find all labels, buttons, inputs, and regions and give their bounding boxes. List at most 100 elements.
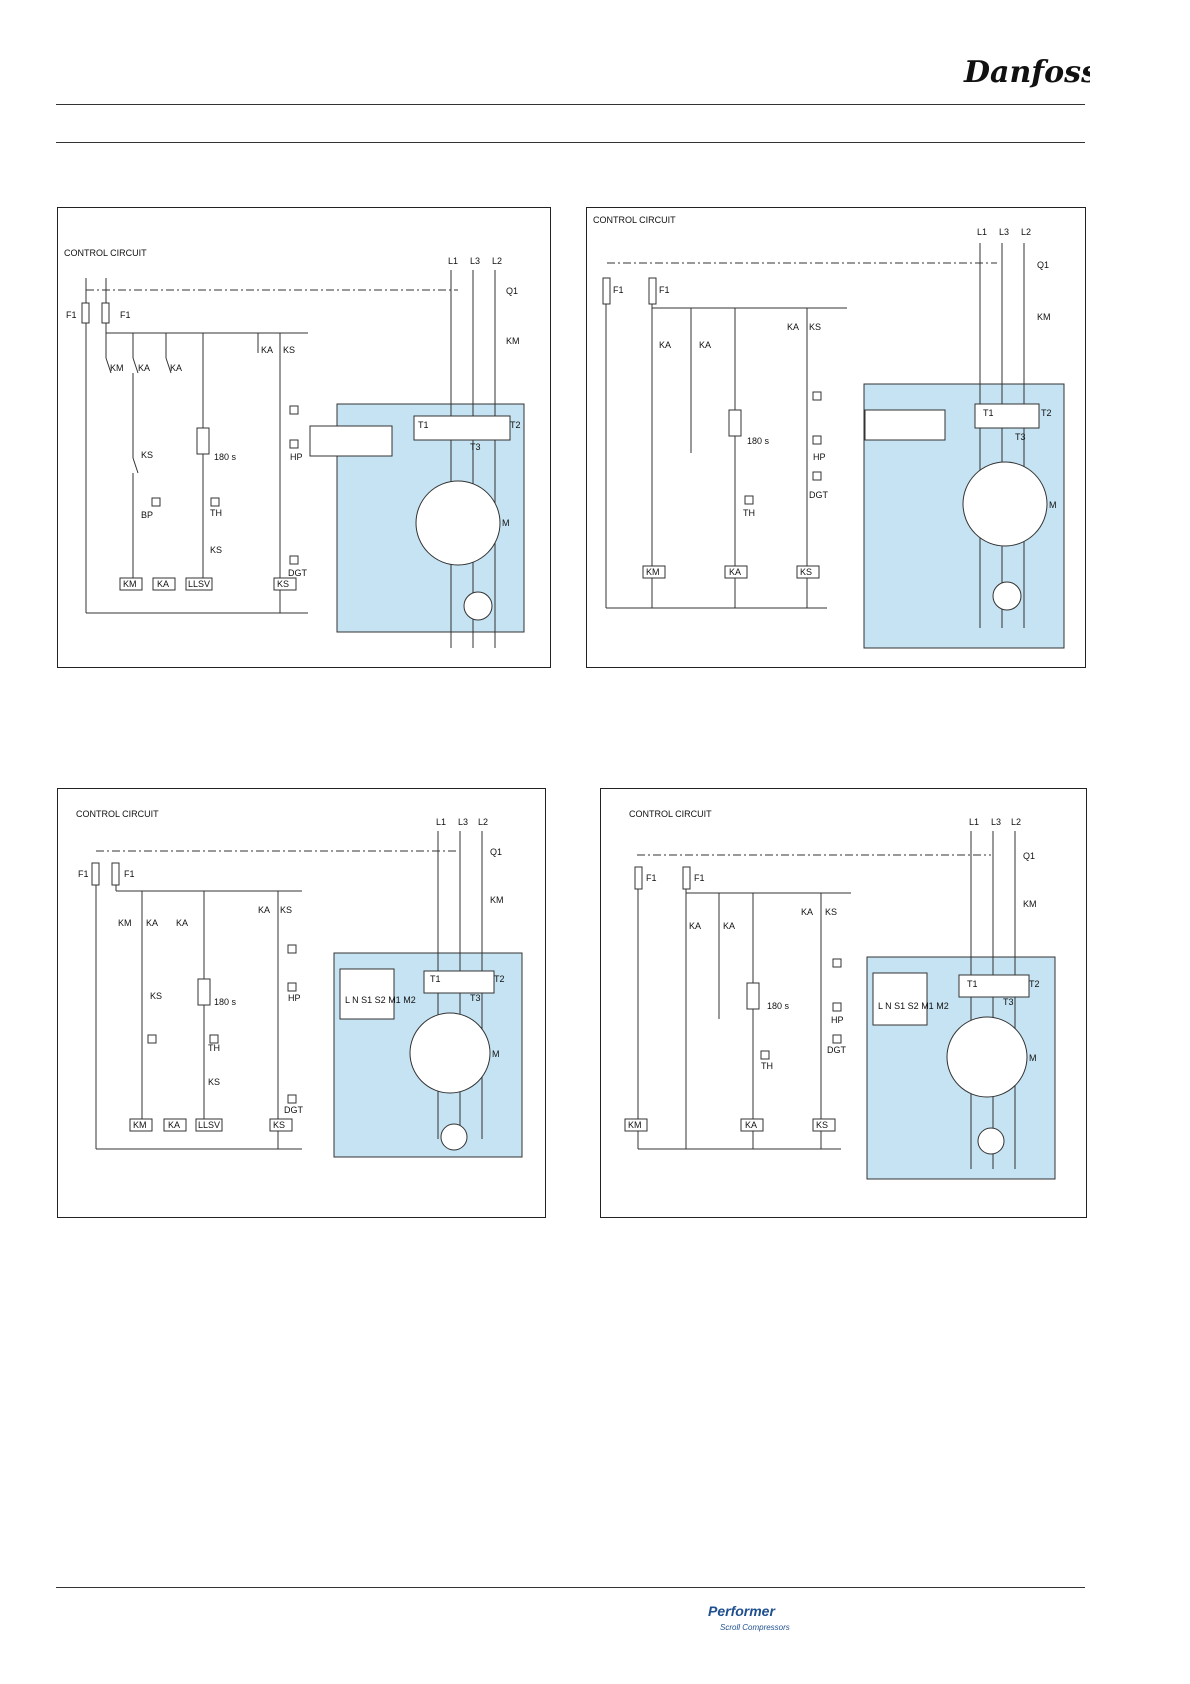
fuse-label-2: F1 (694, 873, 705, 883)
wiring-diagram-1: CONTROL CIRCUIT F1 F1 KM KA KA KS BP 180… (64, 248, 525, 648)
terminal-t3: T3 (470, 442, 481, 452)
coil-ks: KS (273, 1120, 285, 1130)
contact-ka-2: KA (699, 340, 711, 350)
coil-ks: KS (816, 1120, 828, 1130)
contact-ka-3: KA (801, 907, 813, 917)
coil-ks: KS (800, 567, 812, 577)
terminal-t2: T2 (1029, 979, 1040, 989)
contactor-km: KM (1023, 899, 1037, 909)
coil-ks: KS (277, 579, 289, 589)
phase-l2: L2 (492, 256, 502, 266)
wiring-diagram-3: CONTROL CIRCUIT F1 F1 KM KA KA KS 180 s … (76, 809, 523, 1158)
fuse-label-1: F1 (646, 873, 657, 883)
terminal-t2: T2 (494, 974, 505, 984)
coil-ka: KA (729, 567, 741, 577)
contact-th: TH (210, 508, 222, 518)
coil-ka: KA (745, 1120, 757, 1130)
phase-l3: L3 (991, 817, 1001, 827)
switch-dgt: DGT (288, 568, 308, 578)
coil-km: KM (123, 579, 137, 589)
wiring-diagram-2: CONTROL CIRCUIT F1 F1 KA KA 180 s TH KA … (593, 215, 1065, 649)
title: CONTROL CIRCUIT (593, 215, 676, 225)
diagram-4: CONTROL CIRCUIT F1 F1 KA KA 180 s TH KA … (600, 788, 1087, 1218)
switch-hp: HP (813, 452, 826, 462)
motor-label: M (502, 518, 510, 528)
fuse-label-1: F1 (78, 869, 89, 879)
contact-ka-3: KA (261, 345, 273, 355)
diagram-2: CONTROL CIRCUIT F1 F1 KA KA 180 s TH KA … (586, 207, 1086, 668)
contact-th: TH (208, 1043, 220, 1053)
contact-ka-1: KA (146, 918, 158, 928)
contact-ka-2: KA (723, 921, 735, 931)
title: CONTROL CIRCUIT (629, 809, 712, 819)
breaker-q1: Q1 (1023, 851, 1035, 861)
footer-rule (56, 1587, 1085, 1588)
phase-l3: L3 (470, 256, 480, 266)
fuse-label-2: F1 (120, 310, 131, 320)
coil-km: KM (133, 1120, 147, 1130)
contact-ks-3: KS (809, 322, 821, 332)
contact-ka-3: KA (787, 322, 799, 332)
fuse-label-2: F1 (124, 869, 135, 879)
module-pins: L N S1 S2 M1 M2 (878, 1001, 949, 1011)
diagram-1: CONTROL CIRCUIT F1 F1 KM KA KA KS BP 180… (57, 207, 551, 668)
terminal-t3: T3 (1003, 997, 1014, 1007)
terminal-t2: T2 (510, 420, 521, 430)
coil-km: KM (646, 567, 660, 577)
motor-label: M (1049, 500, 1057, 510)
contact-ka-1: KA (138, 363, 150, 373)
terminal-t3: T3 (1015, 432, 1026, 442)
contact-ka-2: KA (170, 363, 182, 373)
contactor-km: KM (1037, 312, 1051, 322)
switch-dgt: DGT (809, 490, 829, 500)
phase-l1: L1 (448, 256, 458, 266)
phase-l3: L3 (999, 227, 1009, 237)
header-rule-bottom (56, 142, 1085, 143)
timer-label: 180 s (214, 452, 237, 462)
breaker-q1: Q1 (1037, 260, 1049, 270)
coil-km: KM (628, 1120, 642, 1130)
terminal-t2: T2 (1041, 408, 1052, 418)
coil-llsv: LLSV (198, 1120, 220, 1130)
contact-ka-1: KA (689, 921, 701, 931)
contact-ks-2: KS (208, 1077, 220, 1087)
terminal-t1: T1 (418, 420, 429, 430)
contact-ks-3: KS (280, 905, 292, 915)
contact-ka-3: KA (258, 905, 270, 915)
contact-ks-2: KS (210, 545, 222, 555)
fuse-label-1: F1 (66, 310, 77, 320)
contact-ka-1: KA (659, 340, 671, 350)
coil-ka: KA (168, 1120, 180, 1130)
product-text: Performer (708, 1603, 776, 1619)
terminal-t3: T3 (470, 993, 481, 1003)
contactor-km: KM (490, 895, 504, 905)
timer-label: 180 s (214, 997, 237, 1007)
fuse-label-1: F1 (613, 285, 624, 295)
product-subtext: Scroll Compressors (720, 1623, 790, 1632)
contact-th: TH (761, 1061, 773, 1071)
switch-hp: HP (288, 993, 301, 1003)
phase-l1: L1 (436, 817, 446, 827)
switch-dgt: DGT (827, 1045, 847, 1055)
breaker-q1: Q1 (490, 847, 502, 857)
contact-ks: KS (141, 450, 153, 460)
performer-logo: Performer Scroll Compressors (708, 1603, 790, 1632)
contact-ka-2: KA (176, 918, 188, 928)
phase-l2: L2 (1011, 817, 1021, 827)
fuse-label-2: F1 (659, 285, 670, 295)
phase-l1: L1 (977, 227, 987, 237)
motor-label: M (1029, 1053, 1037, 1063)
contact-ks-3: KS (283, 345, 295, 355)
switch-hp: HP (290, 452, 303, 462)
title: CONTROL CIRCUIT (64, 248, 147, 258)
coil-llsv: LLSV (188, 579, 210, 589)
terminal-t1: T1 (430, 974, 441, 984)
contact-ks: KS (150, 991, 162, 1001)
module-pins: L N S1 S2 M1 M2 (345, 995, 416, 1005)
phase-l1: L1 (969, 817, 979, 827)
terminal-t1: T1 (983, 408, 994, 418)
coil-ka: KA (157, 579, 169, 589)
timer-label: 180 s (747, 436, 770, 446)
diagram-3: CONTROL CIRCUIT F1 F1 KM KA KA KS 180 s … (57, 788, 546, 1218)
terminal-t1: T1 (967, 979, 978, 989)
